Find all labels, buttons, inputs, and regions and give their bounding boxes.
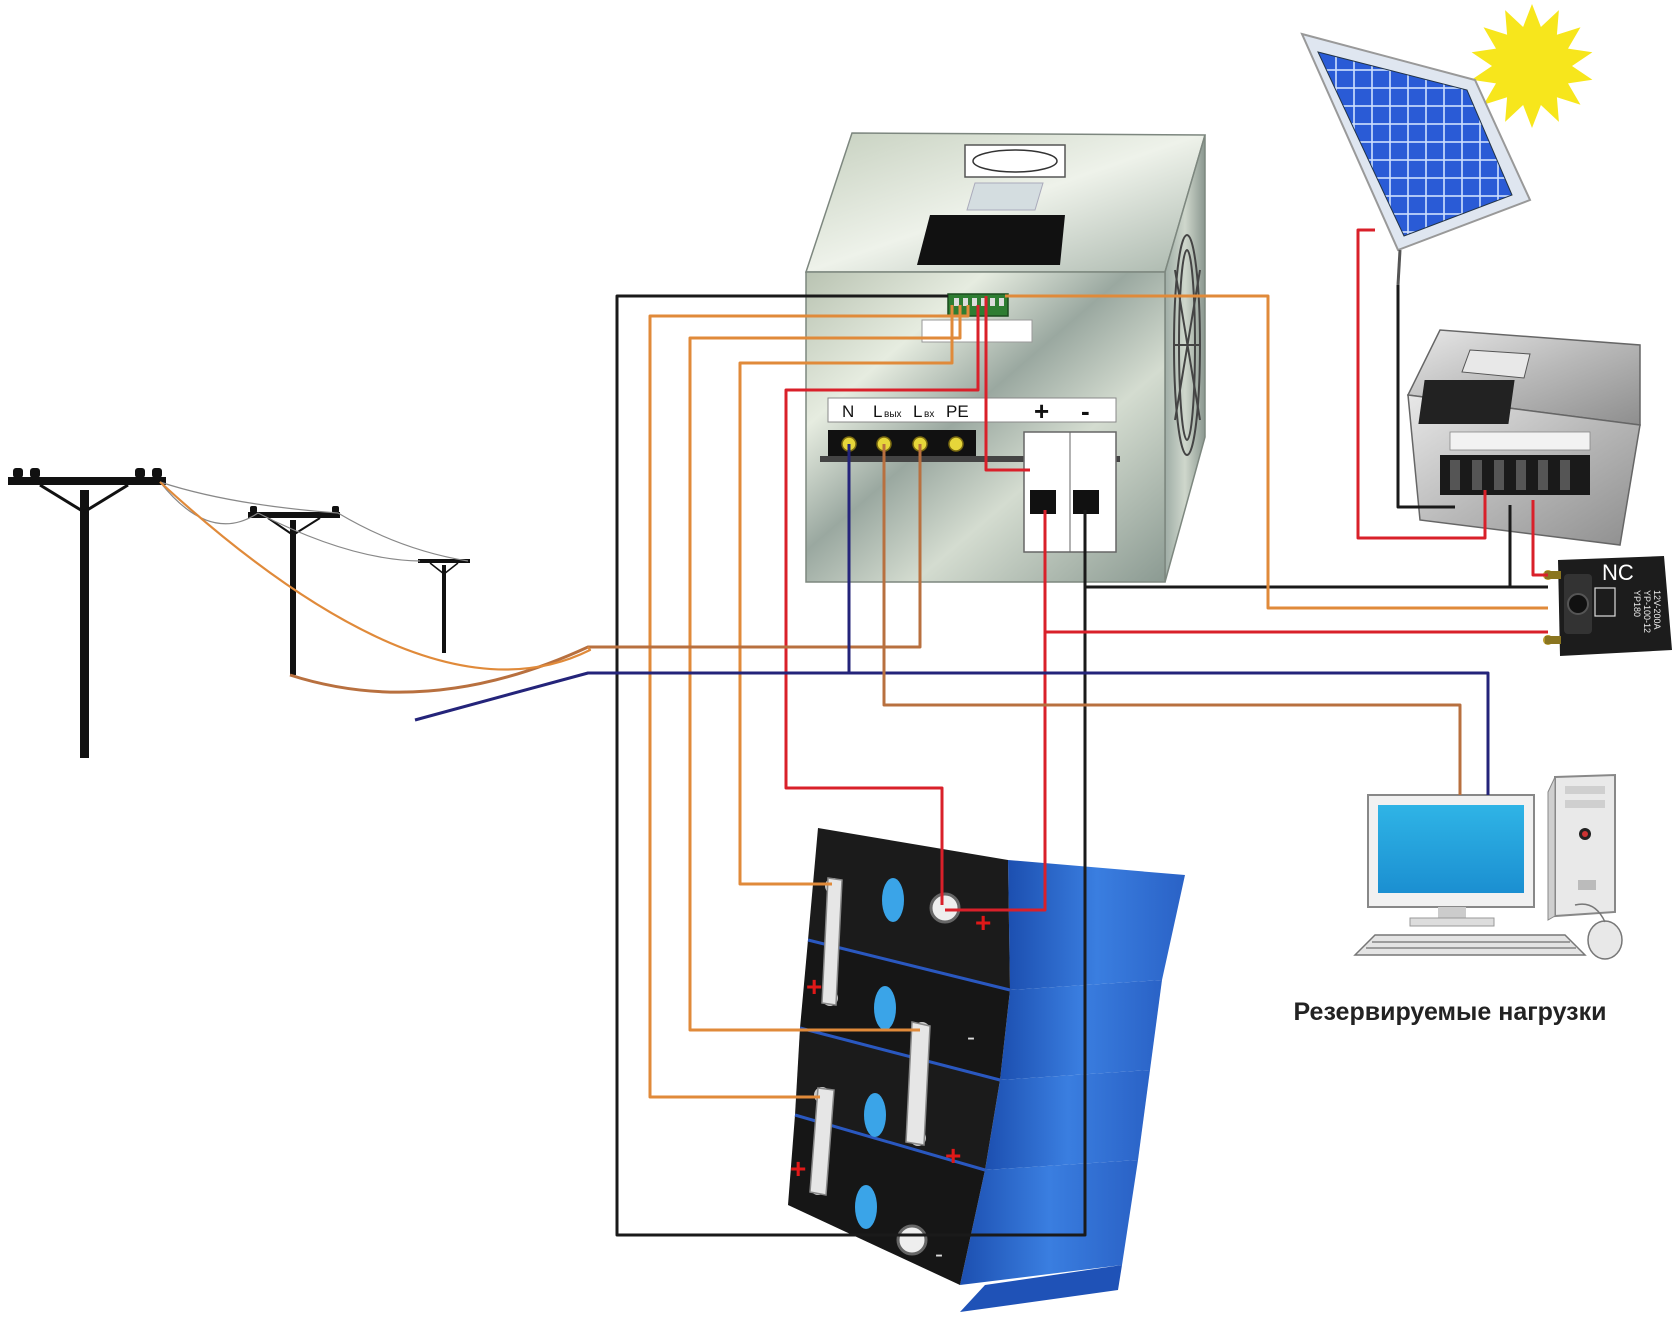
utility-pole-icon xyxy=(8,468,166,758)
wire-orange-balance-1 xyxy=(648,305,970,1099)
computer-icon xyxy=(1353,773,1623,960)
wire-red-sense-top xyxy=(984,296,1030,472)
battery-minus-mark: - xyxy=(967,1024,975,1051)
terminal-label-l-in: L xyxy=(913,402,922,421)
battery-plus-mark: + xyxy=(975,907,991,938)
relay-model-2: YP-100-12 xyxy=(1642,590,1652,633)
relay-icon: NC YP180 YP-100-12 12V-200A xyxy=(1543,556,1672,656)
wire-orange-relay-ctrl xyxy=(1005,294,1548,610)
charge-controller-icon xyxy=(1406,329,1641,546)
terminal-label-l-out-sub: вых xyxy=(884,409,902,420)
inverter-icon xyxy=(804,132,1206,583)
wire-orange-grid xyxy=(159,481,592,671)
utility-pole-icon xyxy=(418,559,470,653)
wire-red-battery-pos xyxy=(945,632,1047,912)
wire-black-battery-loop xyxy=(615,294,1087,1237)
wire-red-controller-relay xyxy=(1531,500,1548,577)
battery-plus-mark: + xyxy=(945,1140,961,1171)
battery-minus-mark: - xyxy=(935,1241,943,1268)
dc-terminal-box xyxy=(1023,431,1117,553)
terminal-label-pe: PE xyxy=(946,402,969,421)
overhead-lines xyxy=(159,481,469,562)
wire-navy-load xyxy=(849,671,1490,795)
battery-plus-mark: + xyxy=(806,971,822,1002)
terminal-label-plus: + xyxy=(1034,396,1049,426)
terminal-label-l-out: L xyxy=(873,402,882,421)
wire-brown-l-out xyxy=(882,444,1462,795)
wire-red-sense-battery xyxy=(784,305,980,905)
wire-orange-balance-2 xyxy=(688,305,962,1032)
terminal-label-l-in-sub: вх xyxy=(924,409,934,420)
wire-red-solar-pos xyxy=(1356,228,1487,540)
solar-panel-icon xyxy=(1300,32,1532,286)
relay-model-1: YP180 xyxy=(1632,590,1642,617)
ac-terminal-block: N L вых L вх PE + - xyxy=(820,396,1120,462)
battery-plus-mark: + xyxy=(790,1153,806,1184)
terminal-label-n: N xyxy=(842,402,854,421)
wire-black-solar-neg xyxy=(1396,285,1455,509)
wire-navy-n xyxy=(414,444,851,722)
sun-icon xyxy=(1471,4,1593,128)
battery-icon: + + - + + - xyxy=(788,828,1185,1312)
wire-brown-l-in xyxy=(289,444,922,694)
wire-orange-balance-3 xyxy=(738,305,954,886)
wires xyxy=(159,228,1548,1237)
terminal-label-minus: - xyxy=(1081,396,1090,426)
load-caption: Резервируемые нагрузки xyxy=(1293,998,1607,1026)
relay-model-3: 12V-200A xyxy=(1652,590,1662,630)
utility-pole-icon xyxy=(248,506,340,675)
relay-label-nc: NC xyxy=(1602,560,1634,585)
